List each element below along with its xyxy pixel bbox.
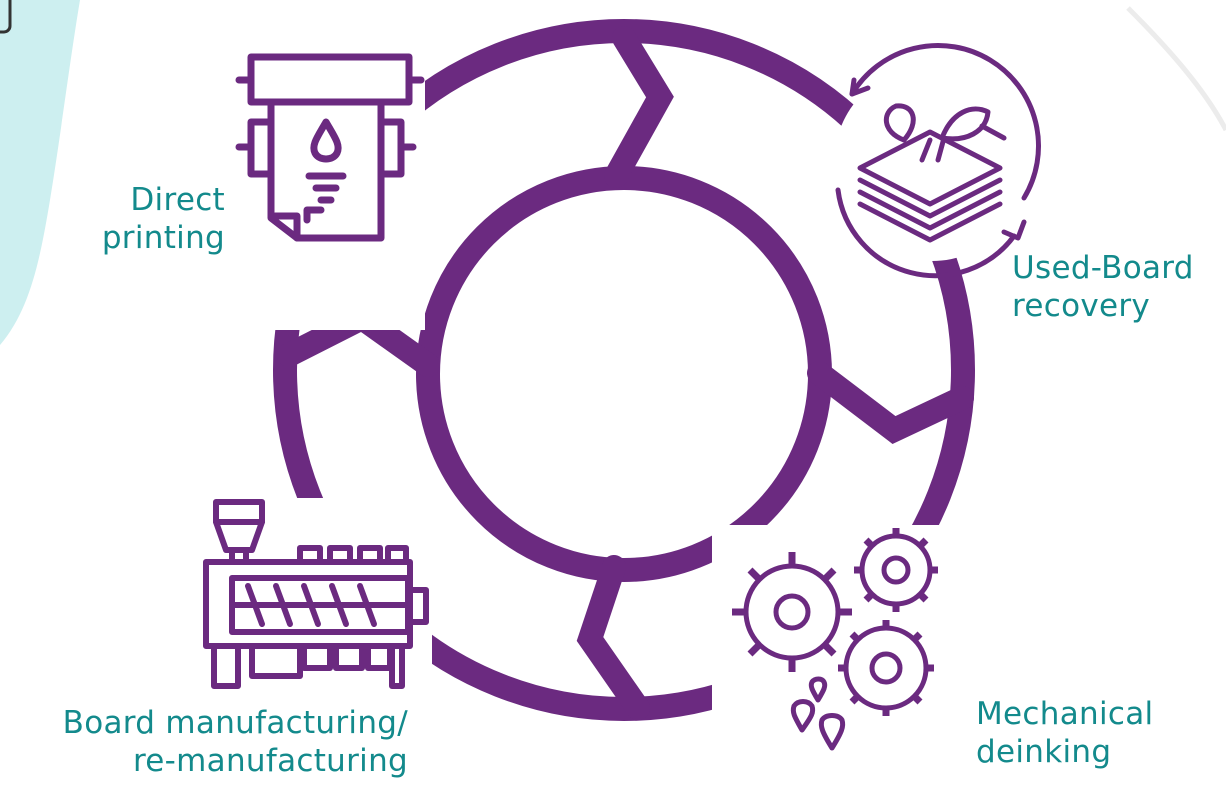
inner-cycle-ring	[416, 166, 832, 582]
stage-label-line: Mechanical	[976, 696, 1154, 732]
stage-label-line: Direct	[130, 182, 225, 218]
connector-right	[807, 361, 974, 444]
gears-droplets-icon	[712, 525, 948, 753]
stage-label-used-board-recovery: Used-Board recovery	[1012, 249, 1194, 325]
extruder-machine-icon	[198, 498, 432, 690]
recycle-layers-leaf-icon	[834, 43, 1041, 279]
stage-label-line: re-manufacturing	[132, 743, 408, 779]
printer-ink-icon	[235, 50, 425, 330]
connector-top	[604, 26, 674, 188]
stage-label-line: Board manufacturing/	[62, 705, 408, 741]
background-teal-blob	[0, 0, 80, 345]
stage-label-line: printing	[101, 220, 225, 256]
background-grey-arc	[1126, 6, 1226, 132]
stage-label-direct-printing: Direct printing	[102, 181, 225, 257]
stage-label-mechanical-deinking: Mechanical deinking	[976, 695, 1153, 771]
top-left-frame-fragment	[0, 0, 12, 34]
stage-label-board-manufacturing: Board manufacturing/ re-manufacturing	[63, 704, 408, 780]
stage-label-line: deinking	[976, 734, 1112, 770]
stage-label-line: recovery	[1012, 288, 1151, 324]
connector-bottom	[576, 555, 650, 720]
stage-label-line: Used-Board	[1012, 250, 1194, 286]
